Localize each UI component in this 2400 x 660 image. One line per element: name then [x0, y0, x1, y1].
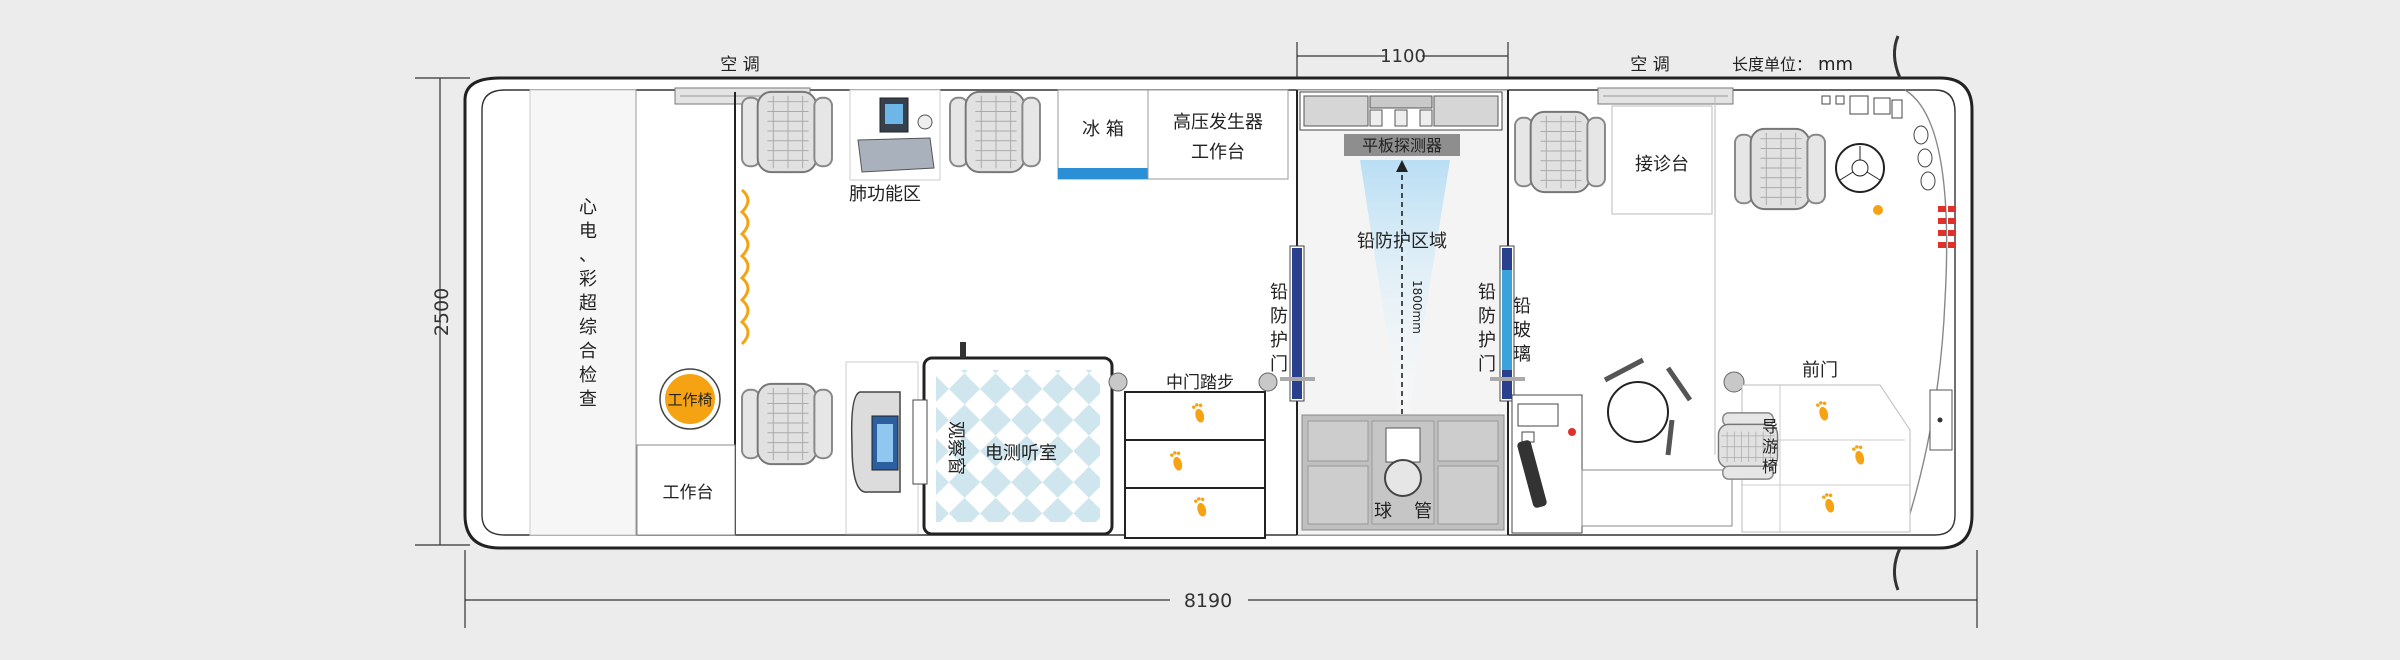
- svg-text:合: 合: [579, 341, 597, 362]
- hv-generator-bench: [1147, 89, 1289, 180]
- pedal-indicator: [1873, 205, 1883, 215]
- svg-text:璃: 璃: [1513, 344, 1531, 365]
- lead-door-left: [1280, 245, 1315, 402]
- lead-glass-label: 铅 玻 璃: [1513, 296, 1531, 365]
- middle-step-label: 中门踏步: [1166, 373, 1234, 393]
- total-width-label: 2500: [431, 288, 453, 336]
- protection-depth-label: 1800mm: [1410, 280, 1424, 334]
- svg-text:综: 综: [579, 317, 597, 338]
- handrail-post-front: [1723, 371, 1745, 393]
- seat-lung: [949, 90, 1041, 174]
- seat-reception: [1514, 110, 1606, 194]
- svg-text:护: 护: [1478, 330, 1496, 351]
- window-label: 观 察 窗: [945, 421, 966, 475]
- unit-legend-value: mm: [1818, 54, 1853, 75]
- reception-desk: [1611, 105, 1713, 215]
- svg-text:护: 护: [1270, 330, 1288, 351]
- work-chair-label: 工作椅: [667, 391, 712, 409]
- flat-panel-detector: [1299, 91, 1503, 156]
- fridge-label: 冰 箱: [1082, 119, 1124, 140]
- svg-text:窗: 窗: [945, 457, 966, 475]
- svg-text:彩: 彩: [579, 269, 597, 290]
- svg-text:查: 查: [579, 389, 597, 410]
- curtain: [739, 188, 750, 346]
- svg-text:检: 检: [579, 365, 597, 386]
- lead-door-left-label: 铅 防 护 门: [1270, 282, 1288, 375]
- xray-width-label: 1100: [1380, 46, 1426, 67]
- total-length-label: 8190: [1184, 590, 1232, 612]
- front-door-area: [1741, 384, 1953, 533]
- svg-text:导: 导: [1762, 417, 1778, 436]
- svg-text:铅: 铅: [1513, 296, 1531, 317]
- ac-front-label: 空 调: [1630, 55, 1669, 75]
- handrail-post-left: [1108, 372, 1128, 392]
- audiometry-room: [912, 342, 1114, 536]
- round-table: [1603, 357, 1693, 456]
- reception-label: 接诊台: [1635, 154, 1689, 175]
- svg-text:防: 防: [1270, 306, 1288, 327]
- lead-door-right: [1490, 245, 1525, 402]
- svg-text:铅: 铅: [1478, 282, 1496, 303]
- exam-bed: [529, 89, 637, 536]
- seat-rear-bottom: [741, 382, 833, 466]
- unit-legend-label: 长度单位：: [1732, 55, 1812, 74]
- workbench: [636, 444, 736, 536]
- svg-text:防: 防: [1478, 306, 1496, 327]
- workbench-label: 工作台: [663, 483, 714, 503]
- dashboard: [1821, 89, 1956, 531]
- hv-generator-label-line1: 高压发生器: [1173, 112, 1263, 133]
- middle-door-steps: [1124, 391, 1266, 539]
- front-cabinet: [1511, 394, 1733, 534]
- tube-label-2: 管: [1414, 501, 1432, 522]
- lung-zone-label: 肺功能区: [849, 184, 921, 205]
- beam-arrow-head: [1396, 160, 1408, 172]
- svg-text:超: 超: [579, 293, 597, 314]
- svg-text:电: 电: [579, 221, 597, 242]
- ac-rear-label: 空 调: [720, 55, 759, 75]
- work-chair: [659, 368, 721, 430]
- lead-door-right-label: 铅 防 护 门: [1478, 282, 1496, 375]
- driver-seat: [1734, 127, 1826, 211]
- dimension-lines: [415, 42, 1978, 628]
- seat-rear-top: [741, 90, 833, 174]
- svg-text:观: 观: [945, 421, 966, 439]
- ac-front: [1597, 87, 1734, 105]
- front-door-label: 前门: [1802, 360, 1838, 381]
- tube-label-1: 球: [1374, 501, 1392, 522]
- exam-bed-label: 心 电 、 彩 超 综 合 检 查: [579, 197, 597, 410]
- svg-text:游: 游: [1762, 437, 1778, 456]
- fridge: [1057, 89, 1149, 180]
- spirometer-device: [849, 89, 941, 181]
- svg-text:椅: 椅: [1762, 457, 1778, 476]
- guide-seat-label: 导 游 椅: [1762, 417, 1778, 476]
- svg-text:心: 心: [579, 197, 597, 218]
- svg-text:玻: 玻: [1513, 320, 1531, 341]
- steering-wheel: [1835, 143, 1885, 193]
- svg-text:门: 门: [1270, 354, 1288, 375]
- svg-text:、: 、: [579, 245, 597, 266]
- xray-table: [1301, 414, 1505, 531]
- svg-text:门: 门: [1478, 354, 1496, 375]
- svg-text:铅: 铅: [1270, 282, 1288, 303]
- handrail-post-right: [1258, 372, 1278, 392]
- audiometry-device: [845, 361, 919, 535]
- audiometry-room-label: 电测听室: [985, 443, 1057, 464]
- svg-text:察: 察: [945, 439, 966, 457]
- hv-generator-label-line2: 工作台: [1191, 142, 1245, 163]
- flat-detector-label: 平板探测器: [1362, 136, 1442, 155]
